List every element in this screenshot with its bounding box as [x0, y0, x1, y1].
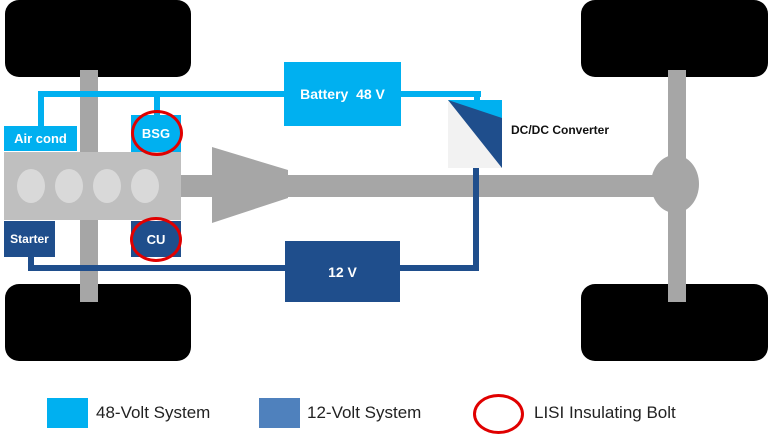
front-right-wheel — [5, 284, 191, 361]
rear-left-wheel — [581, 0, 768, 77]
insulating-bolt-ring-cu — [130, 217, 182, 262]
cylinder — [93, 169, 121, 203]
differential — [651, 155, 699, 213]
legend-label-48v: 48-Volt System — [96, 403, 211, 422]
insulating-bolt-ring-bsg — [131, 110, 183, 156]
legend-label-12v: 12-Volt System — [307, 403, 422, 422]
legend-label-bolt: LISI Insulating Bolt — [534, 403, 676, 422]
starter-unit: Starter — [4, 221, 55, 257]
battery-48v: Battery 48 V — [284, 62, 401, 126]
wire-12v-right — [400, 265, 479, 271]
wire-48v-dcdc-drop — [474, 91, 480, 101]
wire-48v-to-dcdc — [401, 91, 481, 97]
dcdc-converter — [448, 100, 502, 168]
drive-shaft — [180, 175, 675, 197]
cylinder — [131, 169, 159, 203]
legend-swatch-12v — [259, 398, 300, 428]
front-left-wheel — [5, 0, 191, 77]
legend-bolt-icon — [473, 394, 524, 434]
starter-label: Starter — [10, 232, 49, 246]
cylinder — [17, 169, 45, 203]
cylinder — [55, 169, 83, 203]
air-cond-label: Air cond — [14, 131, 67, 146]
air-cond-unit: Air cond — [4, 126, 77, 151]
wire-48v-top — [38, 91, 284, 97]
dcdc-label: DC/DC Converter — [511, 123, 610, 137]
wire-48v-left-drop — [38, 91, 44, 126]
wire-12v-left-drop — [28, 255, 34, 271]
battery-48v-label: Battery 48 V — [300, 86, 385, 102]
battery-12v-label: 12 V — [328, 263, 357, 280]
battery-12v: 12 V — [285, 241, 400, 302]
wire-48v-bsg-drop — [154, 91, 160, 115]
legend-swatch-48v — [47, 398, 88, 428]
gearbox — [212, 147, 288, 223]
wire-12v-bottom — [28, 265, 285, 271]
wire-12v-dcdc-rise — [473, 167, 479, 271]
